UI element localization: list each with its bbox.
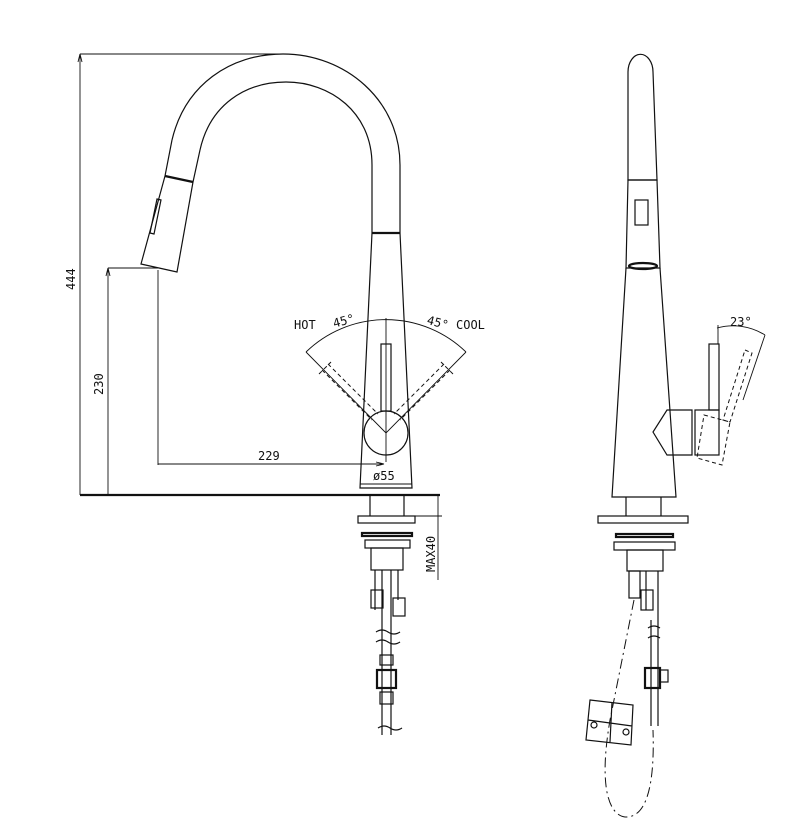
side-deck-plate [597,515,689,524]
side-mount-nut [613,541,676,551]
base-neck [369,495,405,516]
hose-break [375,629,401,645]
side-hose-fitting [640,589,654,611]
faucet-body [359,232,413,489]
lever-axis-lines [305,318,467,462]
lever-cool-position [393,361,454,421]
side-hose-break [647,625,661,639]
hot-label: HOT [294,318,316,332]
side-spout [627,53,658,181]
dim-444-line [77,53,285,495]
spray-head [140,139,201,273]
dim-229-label: 229 [258,449,280,463]
side-angle-lines [716,325,766,401]
cool-label: COOL [456,318,485,332]
side-neck [625,497,662,516]
dim-max40-line [404,495,442,580]
dim-55-label: ø55 [373,469,395,483]
hot-angle-label: 45° [331,311,356,330]
side-hose-sleeve [628,570,641,599]
angle-arc [305,319,467,353]
side-spray-nozzle [627,261,659,271]
side-spray-button [634,199,649,226]
mount-body [370,547,404,571]
side-lever-tilted [696,349,753,466]
side-view: 23° [585,53,766,818]
mount-nut [364,539,411,549]
spout-inner [199,81,373,233]
side-handle-cap [694,409,720,456]
spray-head-band [164,174,194,184]
side-handle-hub [652,409,693,456]
side-lever [708,343,720,411]
dim-444-label: 444 [64,268,78,290]
counterweight [585,699,634,746]
dim-max40-label: MAX40 [424,536,438,572]
counterweight-screw-1 [590,721,598,729]
side-hoses [645,571,659,726]
spray-button [149,198,162,235]
side-body [611,267,677,498]
front-view: HOT 45° 45° COOL 444 230 229 ø55 MAX40 [64,53,485,735]
hose-connector-2 [379,691,394,705]
hose-fitting-2 [392,597,406,617]
dim-230-label: 230 [92,373,106,395]
dim-230-line [105,267,158,495]
lever-hot-position [318,361,379,421]
hose-connector [379,654,394,666]
hoses [374,570,399,735]
base-flange [357,515,416,524]
side-angle-label: 23° [730,315,752,329]
side-mount-plate [614,532,675,539]
counterweight-screw-2 [622,728,630,736]
side-mount-body [626,549,664,572]
mount-plate [360,531,414,538]
spout-outer [171,53,401,233]
hose-end-break [377,725,403,731]
side-spray-head [625,179,661,269]
pull-out-hose [604,599,654,818]
dim-229-line [157,270,385,467]
hose-valve [375,668,398,690]
cool-angle-label: 45° [425,313,450,332]
side-valve-knob [659,669,669,683]
hose-fitting-1 [370,589,384,609]
